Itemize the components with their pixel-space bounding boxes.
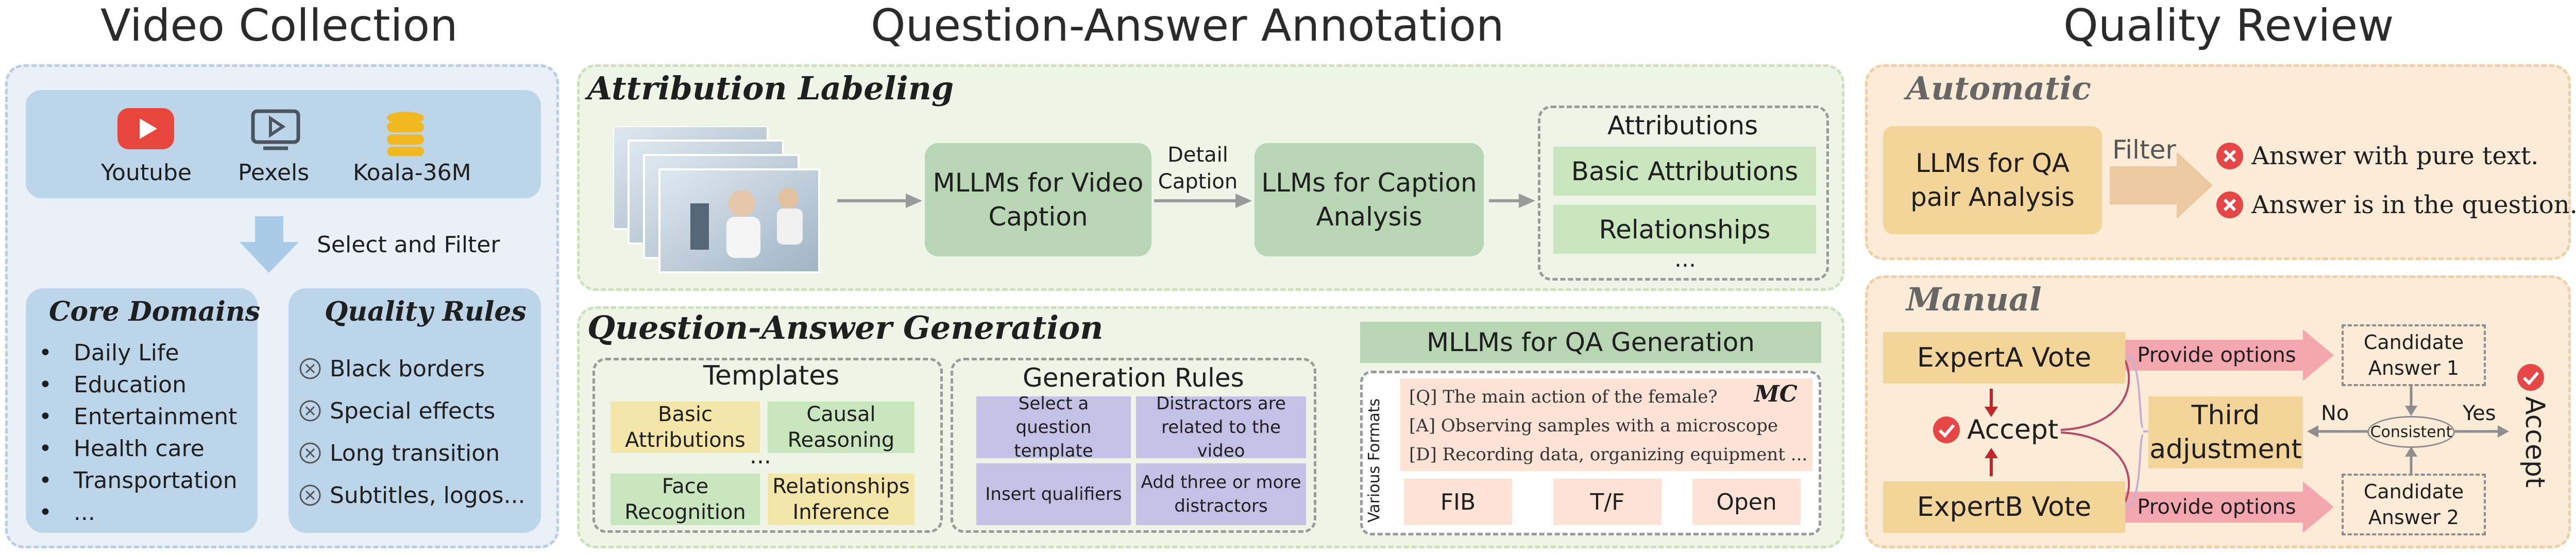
circle-x-icon bbox=[299, 484, 321, 506]
rule-insert-qualifiers: Insert qualifiers bbox=[976, 463, 1131, 525]
pexels-icon bbox=[250, 109, 301, 150]
qa-distractor-line: [D] Recording data, organizing equipment… bbox=[1409, 444, 1808, 465]
list-item: • Entertainment bbox=[39, 404, 238, 430]
database-icon bbox=[385, 111, 426, 157]
accept-right-label: Accept bbox=[2519, 396, 2550, 488]
third-adjustment-box: Third adjustment bbox=[2148, 396, 2303, 468]
mllm-qa-header: MLLMs for QA Generation bbox=[1360, 322, 1821, 363]
relationships-box: Relationships bbox=[1553, 205, 1816, 254]
candidate-answer-1: Candidate Answer 1 bbox=[2342, 324, 2486, 386]
qa-example-box bbox=[1400, 378, 1812, 471]
video-collection-title: Video Collection bbox=[100, 0, 458, 51]
format-open: Open bbox=[1692, 479, 1801, 525]
template-basic-attributions: Basic Attributions bbox=[611, 402, 760, 453]
filter-label: Filter bbox=[2112, 135, 2176, 165]
video-frames-image bbox=[612, 125, 829, 275]
template-relationships-inference: Relationships Inference bbox=[768, 474, 914, 525]
list-item: • Daily Life bbox=[39, 340, 179, 366]
circle-x-icon bbox=[299, 358, 321, 379]
qa-question-line: [Q] The main action of the female? bbox=[1409, 387, 1718, 407]
check-circle-icon bbox=[1933, 416, 1960, 443]
close-icon bbox=[2216, 192, 2243, 218]
reject-item: Answer with pure text. bbox=[2215, 142, 2538, 170]
qa-answer-line: [A] Observing samples with a microscope bbox=[1409, 415, 1778, 436]
reject-text: Answer with pure text. bbox=[2251, 142, 2539, 170]
list-item: Black borders bbox=[299, 348, 526, 390]
yes-label: Yes bbox=[2463, 402, 2496, 425]
source-youtube-label: Youtube bbox=[101, 160, 192, 186]
format-fib: FIB bbox=[1404, 479, 1512, 525]
accept-left-label: Accept bbox=[1967, 414, 2059, 445]
sources-box bbox=[26, 90, 541, 198]
qa-example-lines: [Q] The main action of the female? [A] O… bbox=[1409, 383, 1807, 469]
mc-label: MC bbox=[1754, 381, 1798, 407]
core-domains-title: Core Domains bbox=[49, 296, 260, 327]
no-label: No bbox=[2321, 402, 2349, 425]
down-arrow-icon bbox=[240, 216, 299, 273]
templates-title: Templates bbox=[703, 360, 840, 391]
generation-rules-title: Generation Rules bbox=[1023, 363, 1244, 393]
llm-qa-analysis-box: LLMs for QA pair Analysis bbox=[1883, 126, 2102, 234]
automatic-title: Automatic bbox=[1906, 70, 2091, 107]
list-item: • ... bbox=[39, 499, 95, 526]
basic-attributions-box: Basic Attributions bbox=[1553, 147, 1816, 196]
youtube-icon bbox=[117, 108, 174, 149]
templates-ellipsis: ... bbox=[750, 443, 771, 469]
templates-group bbox=[592, 358, 943, 533]
list-item: • Health care bbox=[39, 436, 205, 462]
llm-analysis-box: LLMs for Caption Analysis bbox=[1255, 143, 1484, 256]
core-domains-box bbox=[26, 288, 258, 533]
circle-x-icon bbox=[299, 442, 321, 464]
circle-x-icon bbox=[299, 400, 321, 422]
rule-distractors-related: Distractors are related to the video bbox=[1136, 393, 1306, 461]
rule-select-template: Select a question template bbox=[976, 393, 1131, 461]
provide-options-top-label: Provide options bbox=[2137, 343, 2296, 367]
attribution-labeling-title: Attribution Labeling bbox=[587, 70, 954, 107]
reject-text: Answer is in the question. bbox=[2251, 190, 2576, 219]
generation-rules-group bbox=[951, 358, 1316, 533]
template-face-recognition: Face Recognition bbox=[611, 474, 760, 525]
filter-arrow bbox=[2110, 152, 2213, 219]
list-item: • Transportation bbox=[39, 467, 238, 494]
expert-b-vote-box: ExpertB Vote bbox=[1883, 481, 2125, 533]
consistent-node: Consistent bbox=[2367, 416, 2455, 448]
list-item: Special effects bbox=[299, 390, 526, 432]
template-causal-reasoning: Causal Reasoning bbox=[768, 402, 914, 453]
core-domains-list: • Daily Life • Education • Entertainment… bbox=[39, 340, 238, 531]
provide-options-arrow-bottom bbox=[2125, 481, 2334, 533]
provide-options-arrow-top bbox=[2125, 329, 2334, 381]
mllm-caption-box: MLLMs for Video Caption bbox=[925, 143, 1151, 256]
manual-title: Manual bbox=[1906, 281, 2042, 318]
select-filter-label: Select and Filter bbox=[317, 232, 500, 258]
list-item: Long transition bbox=[299, 432, 526, 474]
qa-generation-title: Question-Answer Generation bbox=[587, 309, 1104, 346]
quality-review-title: Quality Review bbox=[2063, 0, 2394, 51]
close-icon bbox=[2216, 143, 2243, 169]
accept-left: Accept bbox=[1932, 414, 2058, 445]
qa-annotation-title: Question-Answer Annotation bbox=[871, 0, 1504, 51]
rule-add-distractors: Add three or more distractors bbox=[1136, 463, 1306, 525]
quality-rules-list: Black borders Special effects Long trans… bbox=[299, 348, 526, 516]
accept-right: Accept bbox=[2514, 363, 2550, 497]
source-koala-label: Koala-36M bbox=[353, 160, 471, 186]
reject-item: Answer is in the question. bbox=[2215, 190, 2576, 219]
check-circle-icon bbox=[2517, 364, 2544, 391]
candidate-answer-2: Candidate Answer 2 bbox=[2342, 474, 2486, 535]
provide-options-bottom-label: Provide options bbox=[2137, 495, 2296, 519]
expert-a-vote-box: ExpertA Vote bbox=[1883, 332, 2125, 384]
attributions-group bbox=[1538, 106, 1829, 281]
attributions-title: Attributions bbox=[1607, 111, 1758, 141]
attributions-ellipsis: ... bbox=[1674, 246, 1696, 272]
source-pexels-label: Pexels bbox=[238, 160, 310, 186]
quality-rules-box bbox=[289, 288, 541, 533]
quality-rules-title: Quality Rules bbox=[325, 296, 527, 327]
list-item: Subtitles, logos... bbox=[299, 474, 526, 516]
detail-caption-label: Detail Caption bbox=[1158, 143, 1238, 194]
format-tf: T/F bbox=[1553, 479, 1662, 525]
list-item: • Education bbox=[39, 372, 187, 398]
